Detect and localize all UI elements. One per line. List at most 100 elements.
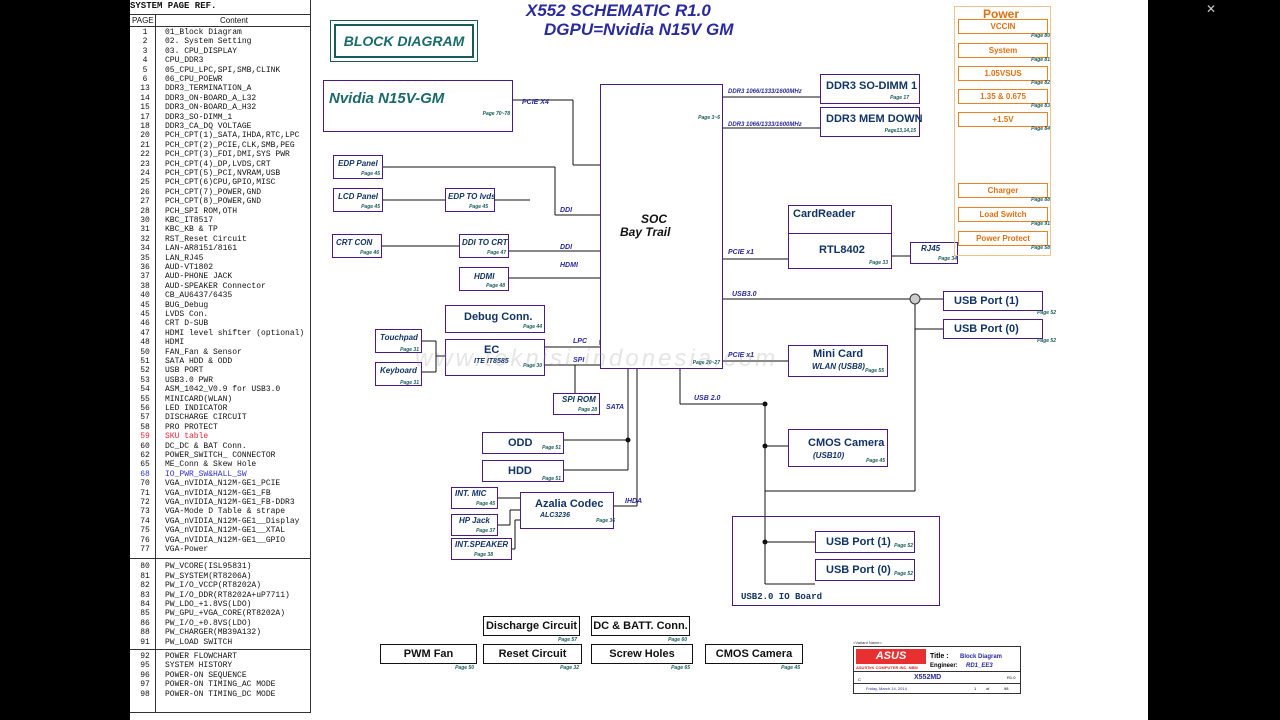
toc-row-page: 38	[140, 281, 150, 291]
toc-row-page: 65	[140, 460, 150, 470]
edp-panel-block: EDP Panel Page 45	[333, 155, 383, 179]
toc-row-page: 46	[140, 319, 150, 329]
toc-row-page: 71	[140, 488, 150, 498]
toc-row: 1 01_Block Diagram	[130, 28, 310, 37]
toc-row-content: POWER_SWITCH_ CONNECTOR	[165, 451, 276, 460]
toc-row-content: CB_AU6437/6435	[165, 291, 233, 301]
keyboard-label: Keyboard	[380, 366, 417, 375]
signal-spi: SPI	[573, 357, 585, 364]
cmos-camera-block: CMOS Camera (USB10) Page 45	[788, 429, 888, 467]
toc-row-page: 52	[140, 366, 150, 376]
toc-row-content: KBC_KB & TP	[165, 225, 218, 235]
toc-row-page: 24	[140, 169, 150, 178]
toc-row-page: 57	[140, 413, 150, 423]
project-name: X552MD	[914, 674, 942, 681]
toc-row-page: 15	[140, 103, 150, 113]
cmos-camera-label: CMOS Camera	[808, 437, 885, 449]
hdd-label: HDD	[508, 465, 532, 477]
ddr3-memdown-page: Page13,14,15	[884, 128, 916, 134]
toc-row-page: 76	[140, 535, 150, 545]
toc-row-page: 25	[140, 178, 150, 188]
rtl8402-label: RTL8402	[819, 244, 865, 256]
close-icon[interactable]: ✕	[1205, 2, 1217, 16]
ddi-to-crt-page: Page 47	[487, 250, 506, 256]
toc-row-content: PW_VCORE(ISL95831)	[165, 562, 252, 572]
toc-row-page: 51	[140, 357, 150, 366]
asus-logo: ASUS	[856, 649, 926, 664]
toc-row-content: LAN_RJ45	[165, 253, 204, 263]
edp-panel-page: Page 45	[361, 171, 380, 177]
io-usb-port-1-page: Page 52	[894, 543, 913, 549]
toc-row-page: 32	[140, 234, 150, 244]
io-usb-port-0-label: USB Port (0)	[826, 564, 891, 576]
usb-port-1-label: USB Port (1)	[954, 295, 1019, 307]
toc-row-page: 1	[142, 28, 148, 37]
toc-row-page: 2	[142, 37, 148, 47]
toc-row-content: ME_Conn & Skew Hole	[165, 460, 257, 470]
toc-row-content: 06_CPU_POEWR	[165, 75, 223, 84]
power-item-page: Page 91	[1031, 221, 1050, 227]
toc-row-page: 28	[140, 206, 150, 216]
toc-row-content: 01_Block Diagram	[165, 28, 242, 37]
ddr3-memdown-label: DDR3 MEM DOWN	[826, 113, 923, 125]
bottom-block-label: Discharge Circuit	[485, 620, 578, 632]
cardreader-label: CardReader	[793, 208, 856, 220]
title-value: Block Diagram	[960, 654, 1003, 660]
signal-pcie-x4: PCIE X4	[522, 99, 549, 106]
toc-row-content: VGA-Mode D Table & strape	[165, 507, 286, 517]
toc-title: SYSTEM PAGE REF.	[130, 1, 217, 11]
toc-row-content: 05_CPU_LPC,SPI,SMB,CLINK	[165, 65, 281, 75]
lcd-panel-page: Page 45	[361, 204, 380, 210]
wire-junction	[762, 539, 768, 545]
toc-row-content: PCH_CPT(5)_PCI,NVRAM,USB	[165, 169, 281, 178]
toc-row-content: PW_I/O_VCCP(RT8202A)	[165, 581, 262, 591]
toc-row-page: 85	[140, 609, 150, 619]
toc-row-content: LAN-AR8151/8161	[165, 244, 238, 254]
wire-layer	[382, 96, 943, 585]
power-item-label: 1.05VSUS	[984, 69, 1022, 78]
io-usb-port-0-page: Page 52	[894, 571, 913, 577]
toc-row-page: 58	[140, 422, 150, 432]
bottom-block-label: Screw Holes	[609, 648, 675, 660]
toc-row-content: LVDS Con.	[165, 310, 209, 319]
power-item-page: Page 88	[1031, 197, 1050, 203]
company-name: ASUSTeK COMPUTER INC. NBM	[856, 665, 918, 670]
engineer-key: Engineer:	[930, 663, 958, 669]
bottom-block-label: Reset Circuit	[498, 648, 567, 660]
toc-row-page: 3	[142, 46, 148, 56]
power-item-page: Page 83	[1031, 103, 1050, 109]
rj45-label: RJ45	[921, 244, 941, 253]
toc-col-content: Content	[220, 16, 249, 25]
wire-junction	[762, 401, 768, 407]
toc-row-page: 98	[140, 689, 150, 699]
toc-row-page: 13	[140, 84, 150, 94]
toc-row-content: DDR3_ON-BOARD_A_H32	[165, 103, 257, 113]
toc-row-page: 17	[140, 112, 150, 122]
toc-row-content: HDMI	[165, 338, 185, 348]
